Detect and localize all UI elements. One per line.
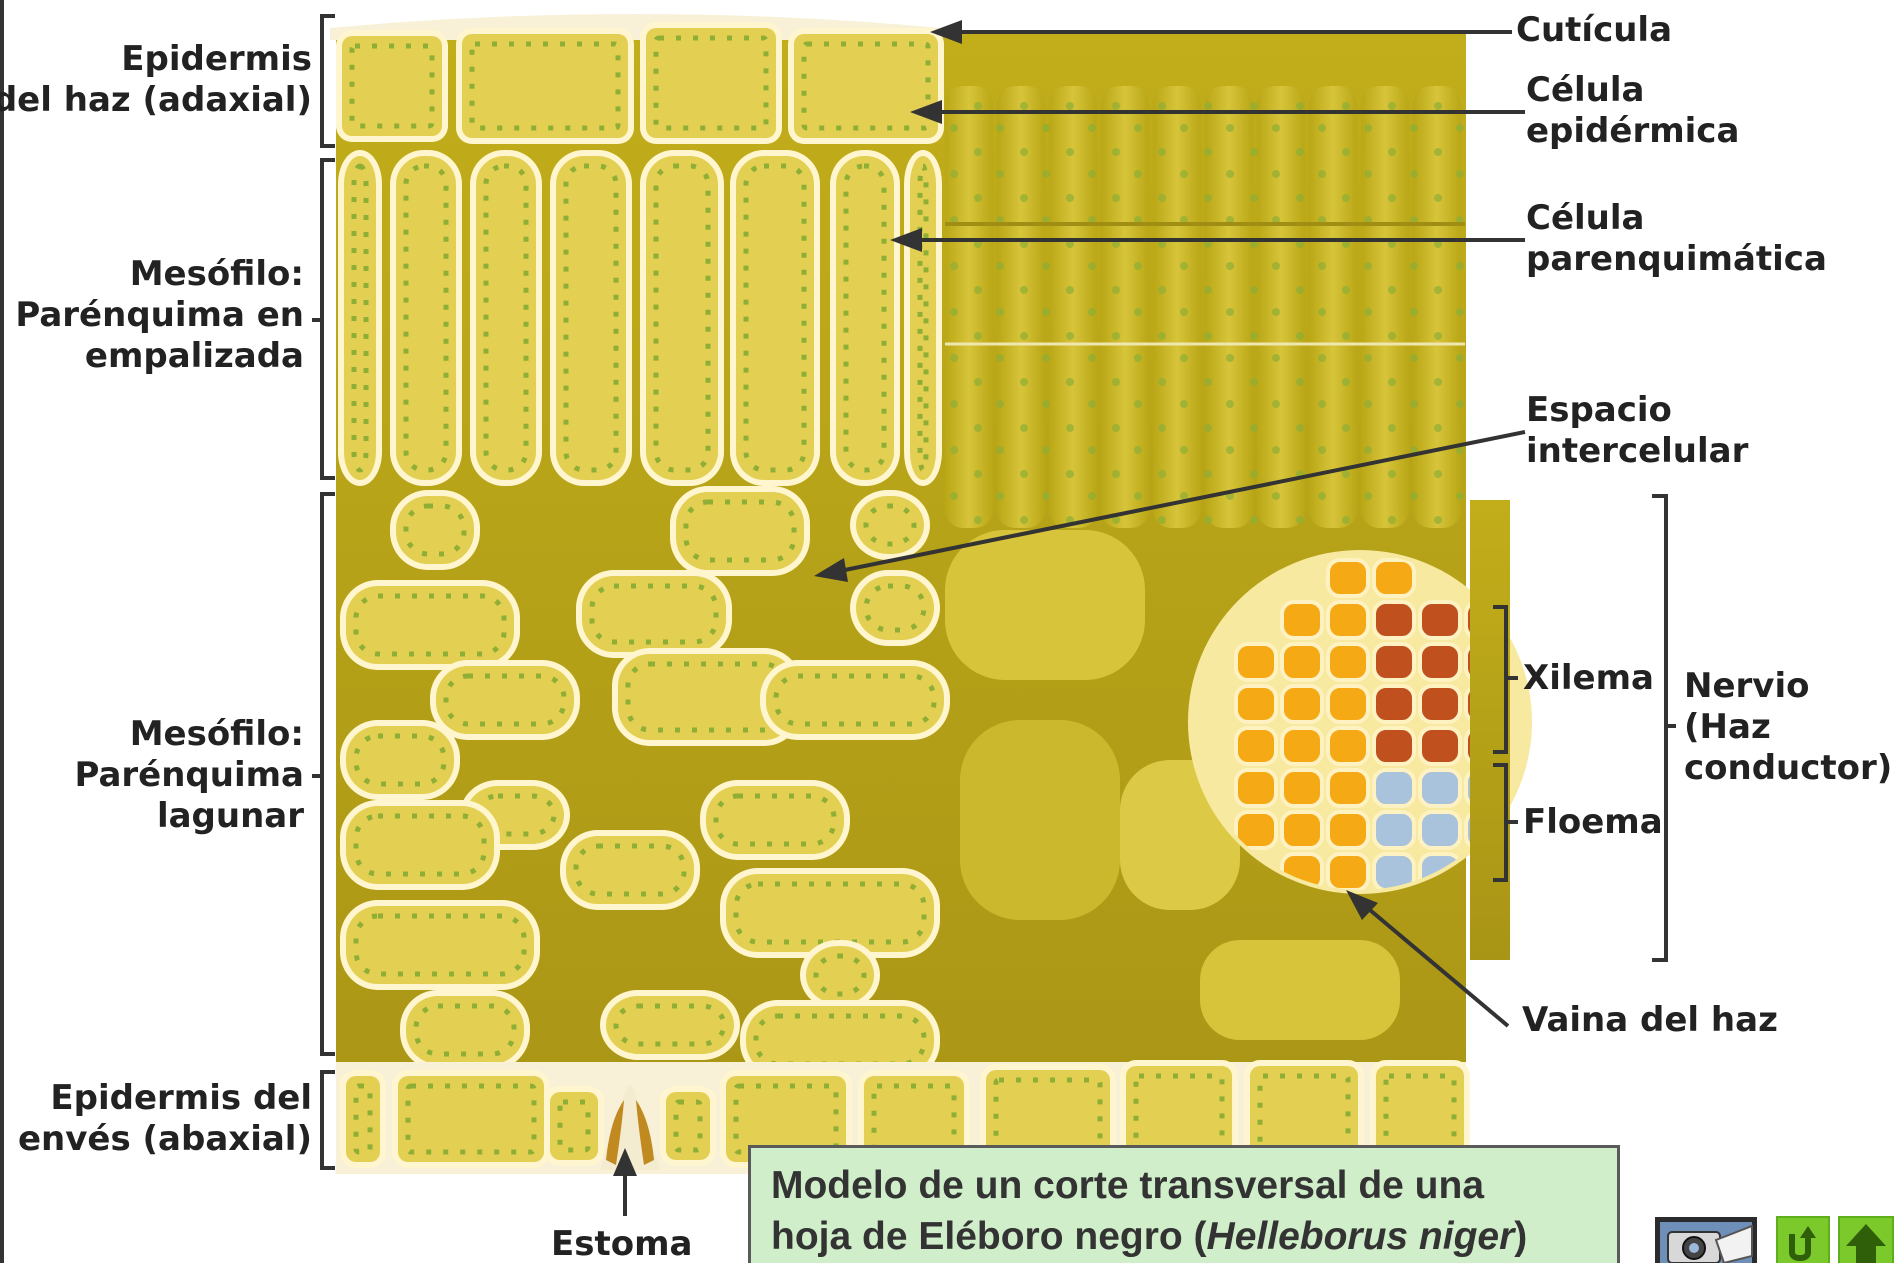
up-button[interactable] bbox=[1838, 1216, 1894, 1263]
vascular-cell bbox=[1282, 770, 1322, 806]
spongy-cell bbox=[340, 720, 460, 800]
vascular-cell bbox=[1420, 728, 1460, 764]
vascular-cell bbox=[1374, 770, 1414, 806]
vascular-cell bbox=[1420, 644, 1460, 680]
label-mesofilo-lagunar: Mesófilo:Parénquimalagunar bbox=[74, 714, 304, 837]
label-estoma: Estoma bbox=[551, 1224, 692, 1265]
vascular-cell bbox=[1374, 560, 1414, 596]
vascular-cell bbox=[1282, 602, 1322, 638]
vascular-cell bbox=[1328, 560, 1368, 596]
palisade-cell bbox=[550, 150, 632, 486]
label-cuticula: Cutícula bbox=[1516, 10, 1672, 51]
epidermal-cell bbox=[456, 28, 634, 144]
spongy-cell bbox=[560, 830, 700, 910]
palisade-cell bbox=[730, 150, 820, 486]
palisade-cells bbox=[338, 150, 942, 486]
palisade-cell bbox=[830, 150, 900, 486]
lower-epidermal-cell bbox=[340, 1070, 386, 1168]
vascular-cell bbox=[1374, 812, 1414, 848]
spongy-cell bbox=[670, 486, 810, 576]
caption-text: Modelo de un corte transversal de una ho… bbox=[771, 1160, 1527, 1262]
vascular-cell bbox=[1236, 770, 1276, 806]
palisade-cell bbox=[904, 150, 942, 486]
spongy-cell bbox=[760, 660, 950, 740]
label-celula-parenquimatica: Célulaparenquimática bbox=[1526, 198, 1827, 280]
vascular-cell bbox=[1420, 686, 1460, 722]
vascular-cell bbox=[1236, 686, 1276, 722]
camera-icon bbox=[1654, 1216, 1758, 1263]
back-spongy-cell bbox=[960, 720, 1120, 920]
vascular-cell bbox=[1328, 728, 1368, 764]
back-button[interactable] bbox=[1776, 1216, 1830, 1263]
label-floema: Floema bbox=[1523, 802, 1663, 843]
label-celula-epidermica: Célulaepidérmica bbox=[1526, 70, 1739, 152]
vascular-cell bbox=[1282, 728, 1322, 764]
vascular-cell bbox=[1328, 812, 1368, 848]
epidermal-cell bbox=[336, 30, 448, 142]
vascular-cell bbox=[1420, 602, 1460, 638]
spongy-cell bbox=[390, 490, 480, 570]
label-mesofilo-empalizada: Mesófilo:Parénquima enempalizada bbox=[15, 254, 304, 377]
label-vaina-del-haz: Vaina del haz bbox=[1522, 1000, 1778, 1041]
spongy-cell bbox=[576, 570, 732, 658]
epidermal-cell bbox=[788, 28, 944, 144]
spongy-cell bbox=[700, 780, 850, 860]
vascular-cell bbox=[1374, 644, 1414, 680]
camera-button[interactable] bbox=[1654, 1216, 1758, 1263]
vascular-cell bbox=[1420, 770, 1460, 806]
vascular-cell bbox=[1282, 644, 1322, 680]
vascular-cell bbox=[1328, 854, 1368, 890]
palisade-cell bbox=[470, 150, 542, 486]
spongy-cell bbox=[800, 940, 880, 1010]
vascular-cell bbox=[1374, 686, 1414, 722]
vascular-cell bbox=[1328, 644, 1368, 680]
label-epidermis-enves: Epidermis delenvés (abaxial) bbox=[18, 1078, 312, 1160]
palisade-cell bbox=[640, 150, 724, 486]
spongy-cell bbox=[430, 660, 580, 740]
bracket-lagunar bbox=[322, 494, 335, 1054]
lower-epidermal-cell bbox=[660, 1086, 716, 1166]
spongy-cell bbox=[850, 490, 930, 560]
label-nervio: Nervio(Hazconductor) bbox=[1684, 666, 1892, 789]
epidermal-cell bbox=[640, 22, 782, 144]
caption-line-2: hoja de Eléboro negro (Helleborus niger) bbox=[771, 1211, 1527, 1262]
left-border bbox=[0, 0, 4, 1263]
species-name: Helleborus niger bbox=[1207, 1215, 1515, 1258]
vascular-cell bbox=[1328, 686, 1368, 722]
return-arrow-icon bbox=[1776, 1216, 1830, 1263]
caption-line-1: Modelo de un corte transversal de una bbox=[771, 1160, 1527, 1211]
spongy-cell bbox=[340, 580, 520, 670]
label-espacio-intercelular: Espaciointercelular bbox=[1526, 390, 1748, 472]
bracket-epidermis-enves bbox=[322, 1072, 335, 1168]
spongy-cell bbox=[600, 990, 740, 1060]
label-xilema: Xilema bbox=[1523, 658, 1654, 699]
bracket-nervio bbox=[1652, 496, 1666, 960]
lower-epidermal-cell bbox=[544, 1086, 604, 1166]
bracket-empalizada bbox=[322, 160, 335, 478]
spongy-cell bbox=[850, 570, 940, 646]
vascular-cell bbox=[1374, 602, 1414, 638]
vascular-cell bbox=[1374, 728, 1414, 764]
label-epidermis-haz: Epidermisdel haz (adaxial) bbox=[0, 39, 312, 121]
vascular-cell bbox=[1236, 728, 1276, 764]
spongy-cell bbox=[340, 900, 540, 990]
vascular-cell bbox=[1328, 602, 1368, 638]
palisade-cell bbox=[338, 150, 382, 486]
vascular-cell bbox=[1420, 812, 1460, 848]
vascular-cell bbox=[1282, 686, 1322, 722]
spongy-cell bbox=[400, 990, 530, 1070]
back-spongy-cell bbox=[945, 530, 1145, 680]
vascular-cell bbox=[1282, 812, 1322, 848]
spongy-cell bbox=[340, 800, 500, 890]
vascular-cell bbox=[1236, 644, 1276, 680]
back-spongy-cell bbox=[1200, 940, 1400, 1040]
lower-epidermal-cell bbox=[392, 1070, 550, 1168]
vascular-cell bbox=[1328, 770, 1368, 806]
up-arrow-icon bbox=[1838, 1216, 1894, 1263]
palisade-cell bbox=[390, 150, 462, 486]
caption-box: Modelo de un corte transversal de una ho… bbox=[748, 1145, 1620, 1263]
